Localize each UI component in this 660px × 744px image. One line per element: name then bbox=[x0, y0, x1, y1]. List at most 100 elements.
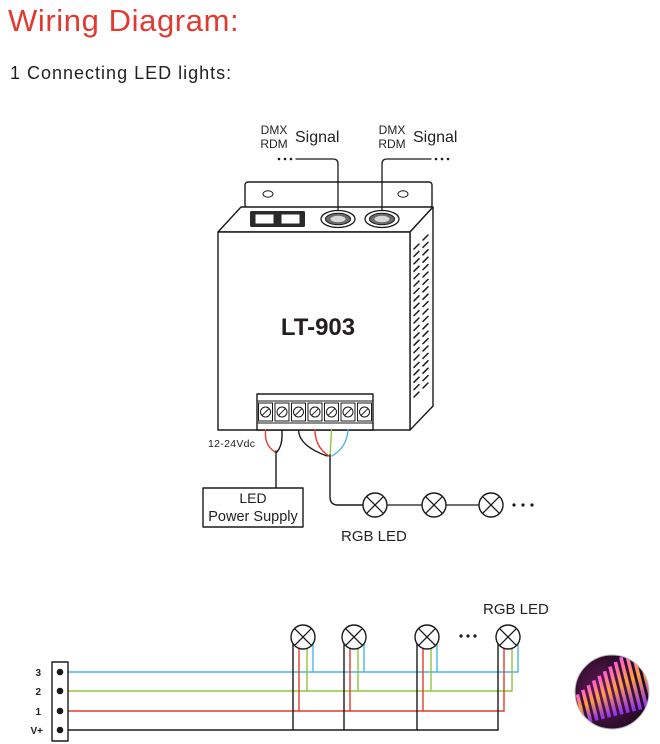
continuation-dot bbox=[434, 157, 438, 161]
power-input-label: 12-24Vdc bbox=[208, 438, 255, 450]
signal-protocol-rdm: RDM bbox=[260, 137, 287, 151]
rgb-led-product-photo bbox=[574, 647, 655, 730]
continuation-dot bbox=[512, 503, 516, 507]
strip-connector bbox=[51, 661, 69, 742]
led-bar bbox=[586, 684, 599, 721]
led-lamp-icon bbox=[478, 492, 504, 518]
mounting-hole bbox=[397, 190, 409, 198]
led-bar bbox=[613, 661, 630, 714]
led-bar bbox=[602, 670, 618, 717]
led-bar bbox=[597, 675, 612, 718]
terminal-label-3: 3 bbox=[35, 668, 41, 679]
led-lamp-cross bbox=[481, 495, 501, 515]
signal-input-2: DMX RDM Signal bbox=[378, 123, 457, 161]
continuation-dot bbox=[466, 634, 470, 638]
rj45-ports bbox=[250, 211, 305, 227]
power-wiring: 12-24Vdc LED Power Supply bbox=[202, 429, 304, 528]
output-wire-red bbox=[314, 429, 330, 457]
output-wire-green bbox=[329, 429, 333, 457]
xlr-connector-2 bbox=[364, 209, 400, 229]
led-lamp-icon bbox=[362, 492, 388, 518]
connector-pin bbox=[56, 707, 64, 715]
continuation-dot bbox=[289, 157, 293, 161]
terminal bbox=[307, 402, 323, 422]
output-wire-blue bbox=[331, 429, 349, 457]
strip-wiring bbox=[67, 624, 521, 731]
power-wire-negative bbox=[276, 429, 283, 453]
screw-slot bbox=[344, 408, 352, 416]
continuation-dot bbox=[521, 503, 525, 507]
screw-slot bbox=[360, 408, 369, 416]
terminal-label-vplus: V+ bbox=[30, 726, 43, 737]
output-wire-vplus bbox=[297, 429, 328, 457]
continuation-dot bbox=[530, 503, 534, 507]
led-chain-lamps bbox=[362, 492, 504, 518]
signal-wire-1 bbox=[295, 158, 339, 215]
terminal-block bbox=[256, 393, 374, 431]
continuation-dot bbox=[459, 634, 463, 638]
led-lamp-icon bbox=[341, 624, 367, 650]
led-bar bbox=[624, 652, 643, 711]
lt-903-controller: LT-903 bbox=[217, 158, 434, 431]
signal-protocol-dmx: DMX bbox=[379, 123, 406, 137]
led-bar bbox=[608, 666, 624, 715]
section-heading: 1 Connecting LED lights: bbox=[10, 63, 232, 83]
continuation-dot bbox=[277, 157, 281, 161]
terminal-label-1: 1 bbox=[35, 707, 41, 718]
photo-frame bbox=[574, 654, 650, 730]
led-lamp-icon bbox=[290, 624, 316, 650]
mounting-hole bbox=[262, 190, 274, 198]
led-lamp-cross bbox=[344, 627, 364, 647]
terminal bbox=[324, 402, 339, 422]
page-title: Wiring Diagram: bbox=[8, 3, 239, 38]
led-power-supply-box bbox=[202, 487, 304, 528]
led-output-cable bbox=[329, 454, 364, 506]
terminal bbox=[357, 402, 372, 422]
terminal bbox=[258, 402, 273, 422]
led-bar bbox=[591, 680, 605, 720]
continuation-dot bbox=[440, 157, 444, 161]
led-lamp-icon bbox=[414, 624, 440, 650]
led-bar bbox=[619, 656, 637, 712]
led-lamp-cross bbox=[417, 627, 437, 647]
signal-label: Signal bbox=[295, 129, 339, 146]
led-lamp-icon bbox=[421, 492, 447, 518]
signal-label: Signal bbox=[413, 129, 457, 146]
signal-wire-2 bbox=[381, 158, 432, 215]
strip-led-label: RGB LED bbox=[483, 601, 549, 618]
led-chain-label: RGB LED bbox=[341, 528, 407, 545]
led-lamp-icon bbox=[495, 624, 521, 650]
device-model-label: LT-903 bbox=[281, 314, 355, 341]
power-wire-positive bbox=[264, 429, 276, 453]
screw-slot bbox=[294, 408, 303, 416]
led-bar bbox=[581, 689, 593, 723]
connector-pin bbox=[56, 726, 64, 734]
xlr-pins bbox=[374, 215, 390, 223]
led-lamp-cross bbox=[293, 627, 313, 647]
terminal bbox=[340, 402, 356, 422]
power-supply-label-line1: LED bbox=[239, 490, 266, 506]
side-vent-slots bbox=[413, 234, 429, 398]
led-lamp-cross bbox=[498, 627, 518, 647]
terminal-label-2: 2 bbox=[35, 687, 41, 698]
power-supply-label-line2: Power Supply bbox=[208, 509, 298, 525]
continuation-dot bbox=[473, 634, 477, 638]
xlr-connector-1 bbox=[320, 209, 356, 229]
rj45-port bbox=[280, 213, 301, 225]
strip-extras: RGB LED 3 2 1 V+ bbox=[30, 601, 549, 742]
continuation-dot bbox=[446, 157, 450, 161]
rj45-port bbox=[254, 213, 275, 225]
xlr-pins bbox=[330, 215, 346, 223]
signal-input-1: DMX RDM Signal bbox=[260, 123, 339, 161]
screw-slot bbox=[261, 408, 270, 416]
led-lamp-cross bbox=[424, 495, 444, 515]
terminal bbox=[291, 402, 306, 422]
signal-protocol-rdm: RDM bbox=[378, 137, 405, 151]
terminal bbox=[274, 402, 290, 422]
screw-slot bbox=[327, 408, 336, 416]
connector-pin bbox=[56, 687, 64, 695]
screw-slot bbox=[311, 408, 319, 416]
screw-slot bbox=[278, 408, 286, 416]
led-lamp-cross bbox=[365, 495, 385, 515]
